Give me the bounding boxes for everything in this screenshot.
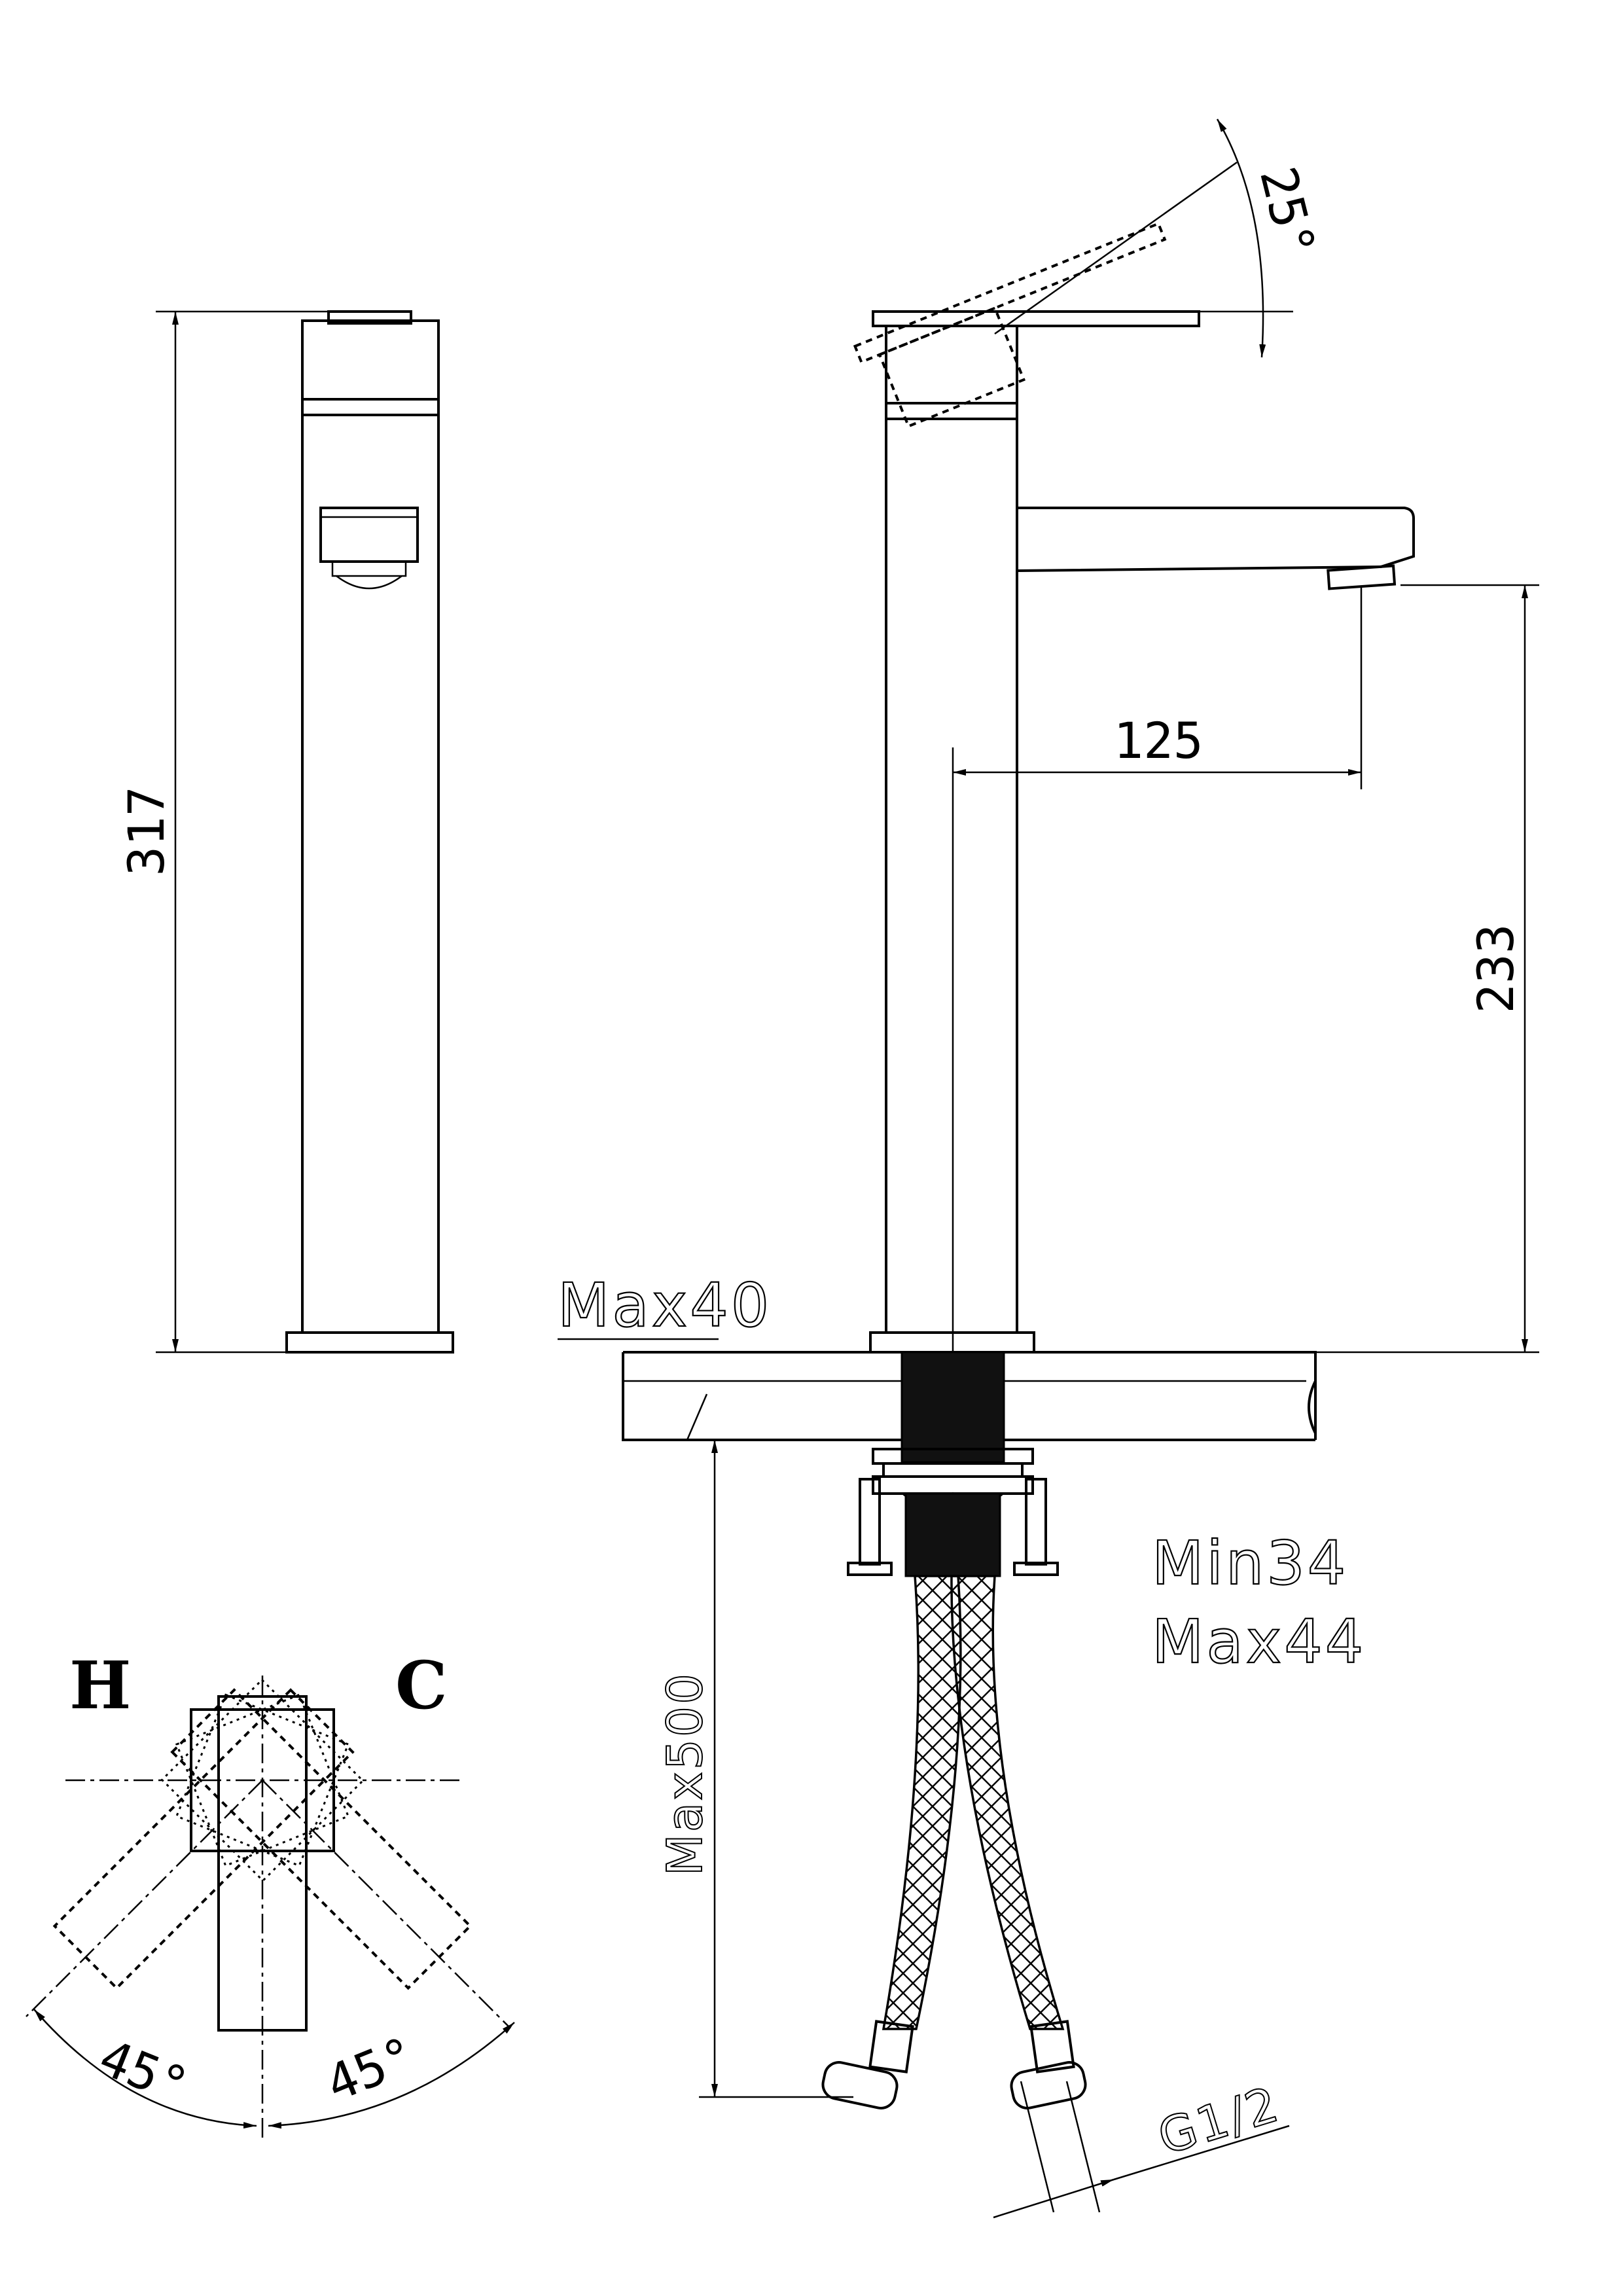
lever-angle-dimension: 25° bbox=[994, 118, 1327, 358]
arrowhead-icon bbox=[1216, 118, 1266, 358]
max40-label: Max40 bbox=[558, 1270, 772, 1340]
spout bbox=[1016, 507, 1415, 572]
lever-head bbox=[885, 325, 1018, 404]
hose-left bbox=[882, 1575, 962, 2030]
lever-rotation-view: H C 45° 45° bbox=[26, 1647, 515, 2139]
spout-height-dimension: 233 bbox=[1034, 584, 1539, 1354]
cold-label: C bbox=[395, 1647, 448, 1724]
spout-aerator bbox=[1327, 564, 1397, 590]
arrowhead-icon bbox=[33, 2009, 257, 2129]
max40-annotation: Max40 bbox=[557, 1270, 772, 1341]
hot-label: H bbox=[69, 1647, 131, 1724]
lever-cap bbox=[327, 310, 412, 325]
braided-hoses bbox=[821, 1575, 1087, 2109]
lever-tilted-position bbox=[853, 222, 1167, 428]
angle-25-label: 25° bbox=[1249, 161, 1327, 262]
arrowhead-icon bbox=[993, 2178, 1115, 2219]
lever-head bbox=[301, 319, 440, 401]
hose-nut-right bbox=[1010, 2061, 1087, 2109]
countertop bbox=[622, 1351, 1317, 1441]
rotation-left-label: 45° bbox=[92, 2028, 197, 2115]
min34-label: Min34 bbox=[1152, 1528, 1348, 1598]
base-plate bbox=[285, 1331, 454, 1354]
arrowhead-icon bbox=[268, 2022, 515, 2129]
thread-annotation: G1/2 bbox=[993, 2075, 1290, 2219]
aerator-mesh bbox=[336, 575, 402, 590]
aerator-tip bbox=[331, 560, 407, 577]
front-view bbox=[285, 310, 454, 1354]
dim-125-label: 125 bbox=[1113, 711, 1203, 770]
side-view bbox=[853, 222, 1415, 1394]
max44-label: Max44 bbox=[1152, 1607, 1366, 1677]
body-collar bbox=[301, 398, 440, 416]
shank-range-annotation: Min34 Max44 bbox=[1151, 1528, 1366, 1677]
faucet-body bbox=[885, 418, 1018, 1334]
dim-233-label: 233 bbox=[1467, 924, 1525, 1013]
g12-label: G1/2 bbox=[1152, 2076, 1286, 2166]
hose-nut-left bbox=[821, 2061, 899, 2109]
spout-reach-dimension: 125 bbox=[953, 588, 1363, 789]
rotation-right-label: 45° bbox=[318, 2025, 423, 2113]
height-dimension: 317 bbox=[117, 310, 327, 1354]
hose-right bbox=[950, 1575, 1065, 2030]
lever-plate bbox=[872, 310, 1200, 327]
hose-length-dimension: Max500 bbox=[656, 1440, 853, 2098]
max500-label: Max500 bbox=[657, 1672, 713, 1876]
dim-317-label: 317 bbox=[117, 786, 175, 876]
mounting-shank bbox=[847, 1351, 1059, 1577]
aerator-housing bbox=[319, 507, 419, 563]
